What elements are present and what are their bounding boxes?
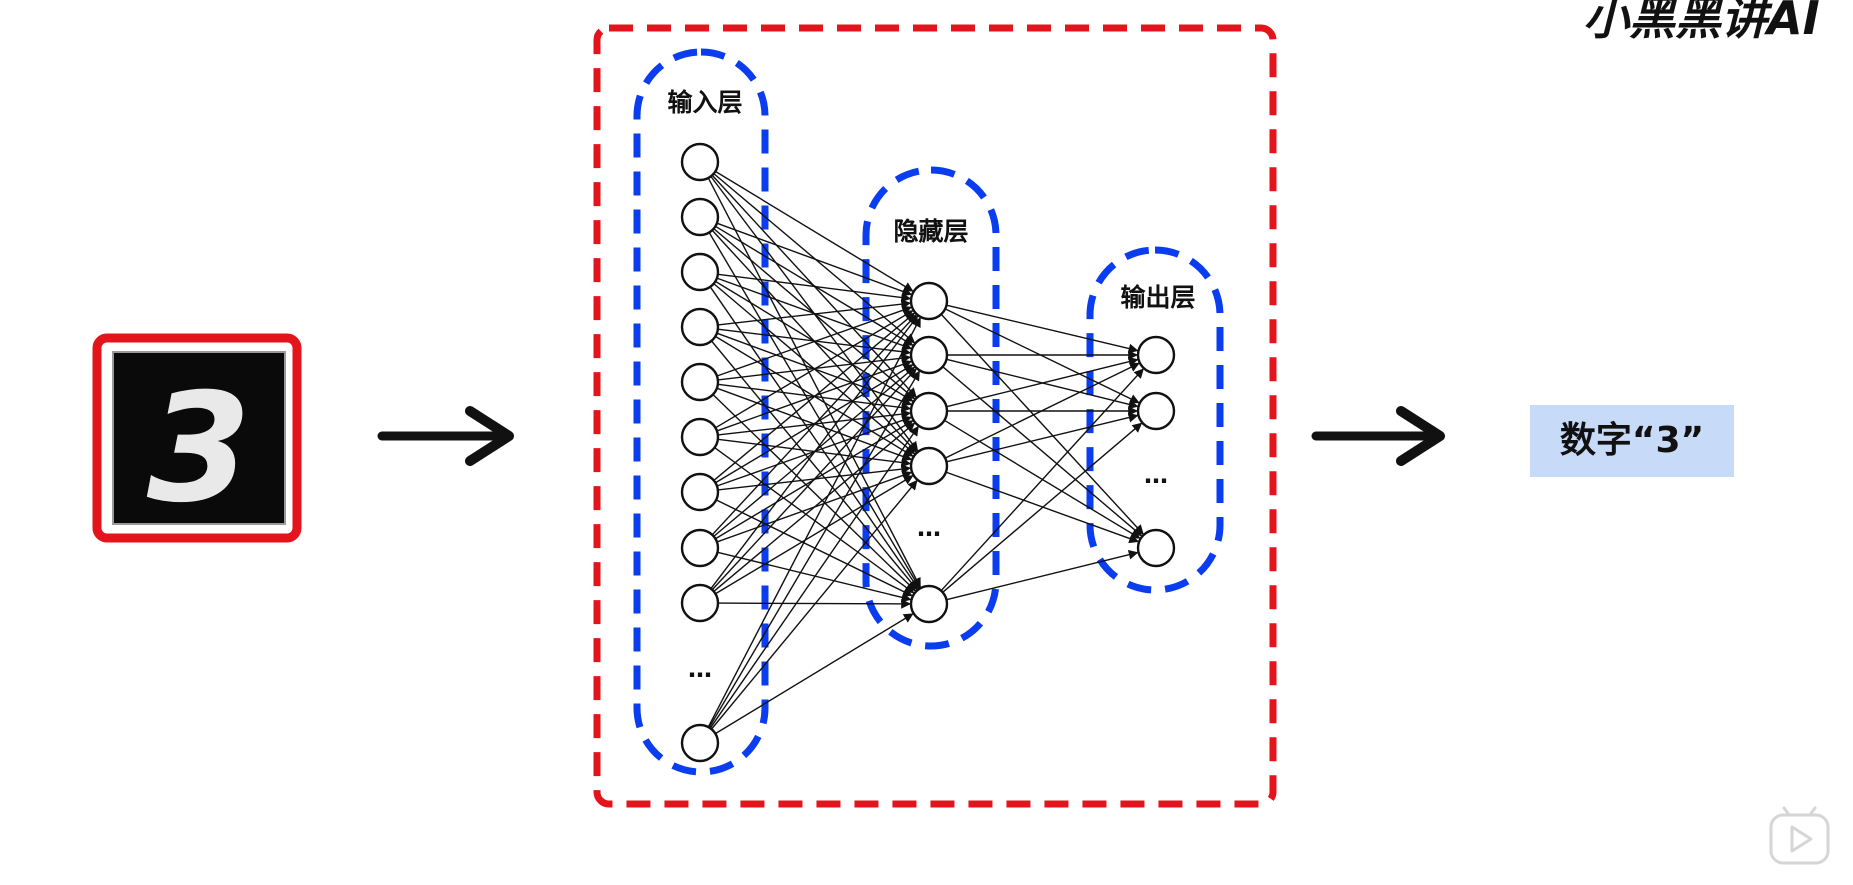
input-hidden-connection bbox=[713, 312, 916, 482]
right-arrow-icon bbox=[377, 406, 514, 466]
input-hidden-connection bbox=[715, 364, 914, 484]
input-hidden-connection bbox=[711, 314, 917, 536]
right-arrow-icon bbox=[1311, 406, 1445, 466]
hidden-output-connection bbox=[942, 422, 1143, 593]
input-hidden-connection bbox=[715, 170, 914, 292]
input-node bbox=[680, 417, 720, 457]
hidden-output-connection bbox=[946, 356, 1139, 408]
input-node bbox=[680, 142, 720, 182]
input-hidden-connection bbox=[715, 310, 914, 429]
input-hidden-connection bbox=[708, 370, 920, 728]
input-hidden-connection bbox=[711, 368, 917, 591]
hidden-node bbox=[909, 335, 949, 375]
input-hidden-connection bbox=[712, 394, 917, 592]
input-hidden-connection bbox=[715, 475, 914, 595]
result-box: 数字“3” bbox=[1530, 405, 1734, 477]
hidden-output-connection bbox=[940, 313, 1144, 535]
output-layer-ellipsis: … bbox=[1144, 461, 1168, 489]
input-hidden-connection bbox=[710, 340, 918, 591]
input-hidden-connection bbox=[710, 479, 918, 730]
output-layer-outline bbox=[1086, 246, 1224, 594]
output-node bbox=[1136, 528, 1176, 568]
input-hidden-connection bbox=[716, 277, 913, 351]
input-hidden-connection bbox=[716, 305, 913, 377]
connections bbox=[707, 170, 1144, 735]
input-hidden-connection bbox=[717, 551, 912, 603]
output-node bbox=[1136, 335, 1176, 375]
input-node bbox=[680, 307, 720, 347]
result-box-bg bbox=[1530, 405, 1734, 477]
network-dashed-box bbox=[593, 24, 1277, 808]
hidden-output-connection bbox=[946, 412, 1139, 463]
input-digit: 3 bbox=[147, 362, 251, 536]
input-hidden-connection bbox=[713, 422, 916, 592]
input-hidden-connection bbox=[716, 222, 913, 297]
hidden-output-connection bbox=[944, 362, 1140, 459]
input-hidden-connection bbox=[715, 613, 914, 735]
hidden-layer-outline bbox=[862, 166, 1000, 650]
input-node bbox=[680, 528, 720, 568]
hidden-layer-ellipsis: … bbox=[917, 514, 941, 542]
input-hidden-connection bbox=[717, 273, 912, 303]
input-hidden-connection bbox=[717, 299, 912, 326]
input-image-canvas bbox=[113, 352, 285, 524]
hidden-layer-label: 隐藏层 bbox=[893, 217, 968, 246]
input-hidden-connection bbox=[708, 232, 920, 589]
input-node bbox=[680, 723, 720, 763]
input-node bbox=[680, 362, 720, 402]
input-node bbox=[680, 197, 720, 237]
input-image-frame bbox=[92, 333, 302, 543]
input-hidden-connection bbox=[709, 286, 919, 590]
input-hidden-connection bbox=[707, 317, 921, 728]
input-hidden-connection bbox=[715, 499, 913, 597]
input-hidden-connection bbox=[709, 425, 919, 729]
input-node bbox=[680, 583, 720, 623]
input-hidden-connection bbox=[714, 447, 915, 594]
result-text: 数字“3” bbox=[1560, 420, 1704, 461]
hidden-output-connection bbox=[940, 368, 1144, 592]
video-play-icon[interactable] bbox=[1769, 806, 1830, 865]
input-image: 3 bbox=[92, 333, 302, 543]
input-layer-outline bbox=[633, 48, 769, 776]
input-hidden-connection bbox=[717, 598, 911, 609]
hidden-node bbox=[909, 281, 949, 321]
input-node bbox=[680, 472, 720, 512]
hidden-output-connection bbox=[946, 549, 1139, 601]
hidden-output-connection bbox=[946, 304, 1139, 354]
hidden-node bbox=[909, 446, 949, 486]
input-node bbox=[680, 252, 720, 292]
input-layer-label: 输入层 bbox=[667, 88, 742, 117]
hidden-node bbox=[909, 584, 949, 624]
hidden-node bbox=[909, 391, 949, 431]
hidden-output-connection bbox=[944, 308, 1140, 404]
input-hidden-connection bbox=[710, 315, 919, 590]
watermark-logo: 小黑黑讲AI bbox=[1583, 0, 1820, 45]
input-image-axis bbox=[112, 351, 286, 525]
input-hidden-connection bbox=[707, 177, 921, 588]
hidden-output-connection bbox=[945, 471, 1140, 544]
input-layer-ellipsis: … bbox=[688, 655, 712, 683]
hidden-output-connection bbox=[942, 366, 1143, 537]
output-node bbox=[1136, 391, 1176, 431]
nodes bbox=[680, 142, 1176, 763]
output-layer-label: 输出层 bbox=[1120, 283, 1195, 312]
